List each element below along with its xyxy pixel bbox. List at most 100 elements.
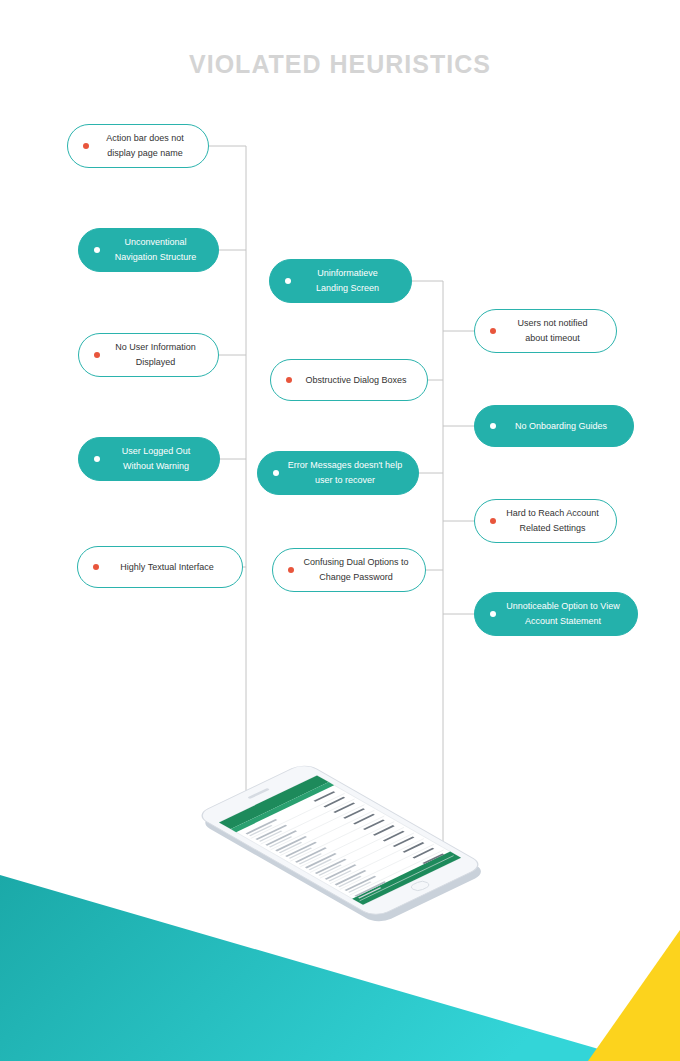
bullet-dot [286, 377, 292, 383]
leader-line [443, 426, 474, 427]
screen-row-detail [348, 882, 371, 893]
screen-row-amount [413, 848, 435, 859]
screen-footer [352, 852, 461, 905]
screen-row-divider [300, 822, 394, 867]
bullet-dot [273, 470, 279, 476]
heuristic-label: Unnoticeable Option to View Account Stat… [504, 599, 622, 629]
heuristic-label: Hard to Reach Account Related Settings [503, 506, 602, 536]
screen-row-detail [328, 870, 351, 881]
screen-row-amount [403, 842, 425, 853]
leader-line [443, 281, 444, 850]
heuristic-label: Unconventional Navigation Structure [108, 235, 204, 265]
bullet-dot [285, 278, 291, 284]
screen-row-amount [323, 797, 345, 808]
screen-row-divider [350, 850, 444, 895]
heuristic-pill: No User Information Displayed [78, 333, 219, 377]
screen-row-detail [299, 853, 322, 864]
leader-line [220, 459, 246, 460]
screen-row-detail [269, 836, 292, 847]
bullet-dot [490, 423, 496, 429]
screen-row-detail [259, 831, 282, 842]
bullet-dot [490, 328, 496, 334]
screen-row-amount [333, 802, 355, 813]
screen-row-divider [360, 856, 454, 901]
screen-row-amount [363, 819, 385, 830]
screen-row-divider [340, 844, 434, 889]
screen-row-detail [249, 825, 272, 836]
heuristic-label: Uninformatieve Landing Screen [304, 266, 392, 296]
screen-row-amount [383, 831, 405, 842]
screen-row-divider [271, 805, 365, 850]
heuristic-label: Users not notified about timeout [510, 316, 596, 346]
bullet-dot [490, 518, 496, 524]
screen-row-detail [358, 887, 381, 898]
heuristic-label: Error Messages doesn't help user to reco… [286, 458, 404, 488]
bullet-dot [94, 352, 100, 358]
screen-row-divider [261, 799, 355, 844]
heuristic-label: Highly Textual Interface [106, 560, 228, 575]
leader-line [412, 281, 443, 282]
bullet-dot [83, 143, 89, 149]
leader-line [219, 355, 246, 356]
screen-row-amount [353, 814, 375, 825]
heuristic-pill: Users not notified about timeout [474, 309, 617, 353]
screen-row-amount [314, 791, 336, 802]
screen-row-divider [290, 816, 384, 861]
heuristic-pill: Highly Textual Interface [77, 546, 243, 588]
heuristic-pill: Error Messages doesn't help user to reco… [257, 451, 419, 495]
teal-band [0, 875, 640, 1061]
bullet-dot [94, 247, 100, 253]
heuristic-label: Confusing Dual Options to Change Passwor… [301, 555, 411, 585]
heuristic-pill: Obstructive Dialog Boxes [270, 359, 428, 401]
leader-line [219, 250, 246, 251]
heuristic-label: Obstructive Dialog Boxes [299, 373, 413, 388]
screen-row-divider [251, 793, 345, 838]
heuristic-pill: Action bar does not display page name [67, 124, 209, 168]
screen-row-amount [343, 808, 365, 819]
phone-screen [219, 775, 461, 904]
screen-row-amount [373, 825, 395, 836]
heuristic-label: No User Information Displayed [110, 340, 202, 370]
screen-subheader [231, 782, 334, 832]
leader-line [209, 146, 246, 147]
screen-row-bar [354, 881, 386, 896]
leader-line [419, 473, 443, 474]
leader-line [443, 521, 474, 522]
heuristic-pill: User Logged Out Without Warning [78, 437, 220, 481]
bullet-dot [93, 564, 99, 570]
diagram-title: VIOLATED HEURISTICS [0, 50, 680, 79]
screen-row-divider [320, 833, 414, 878]
heuristic-pill: Hard to Reach Account Related Settings [474, 499, 617, 543]
heuristic-label: No Onboarding Guides [503, 419, 619, 434]
screen-row-detail [338, 876, 361, 887]
screen-row-amount [422, 853, 444, 864]
bullet-dot [490, 611, 496, 617]
bullet-dot [288, 567, 294, 573]
heuristic-pill: Confusing Dual Options to Change Passwor… [272, 548, 426, 592]
screen-rows [244, 789, 454, 901]
leader-line [426, 570, 443, 571]
leader-line [443, 331, 474, 332]
screen-row-amount [393, 836, 415, 847]
screen-row-detail [318, 865, 341, 876]
heuristic-label: User Logged Out Without Warning [112, 444, 200, 474]
screen-row-detail [289, 848, 312, 859]
screen-row-divider [330, 839, 424, 884]
leader-line [246, 146, 247, 836]
screen-row-detail [279, 842, 302, 853]
screen-row-divider [280, 810, 374, 855]
heuristic-label: Action bar does not display page name [99, 131, 191, 161]
heuristic-pill: Unconventional Navigation Structure [78, 228, 219, 272]
yellow-corner [588, 930, 680, 1061]
home-button [409, 880, 432, 892]
speaker [247, 788, 270, 799]
screen-row-divider [310, 827, 404, 872]
leader-line [428, 380, 443, 381]
screen-row-detail [309, 859, 332, 870]
phone-body [195, 762, 485, 918]
heuristic-pill: Uninformatieve Landing Screen [269, 259, 412, 303]
bullet-dot [94, 456, 100, 462]
heuristic-pill: No Onboarding Guides [474, 405, 634, 447]
heuristic-pill: Unnoticeable Option to View Account Stat… [474, 592, 638, 636]
